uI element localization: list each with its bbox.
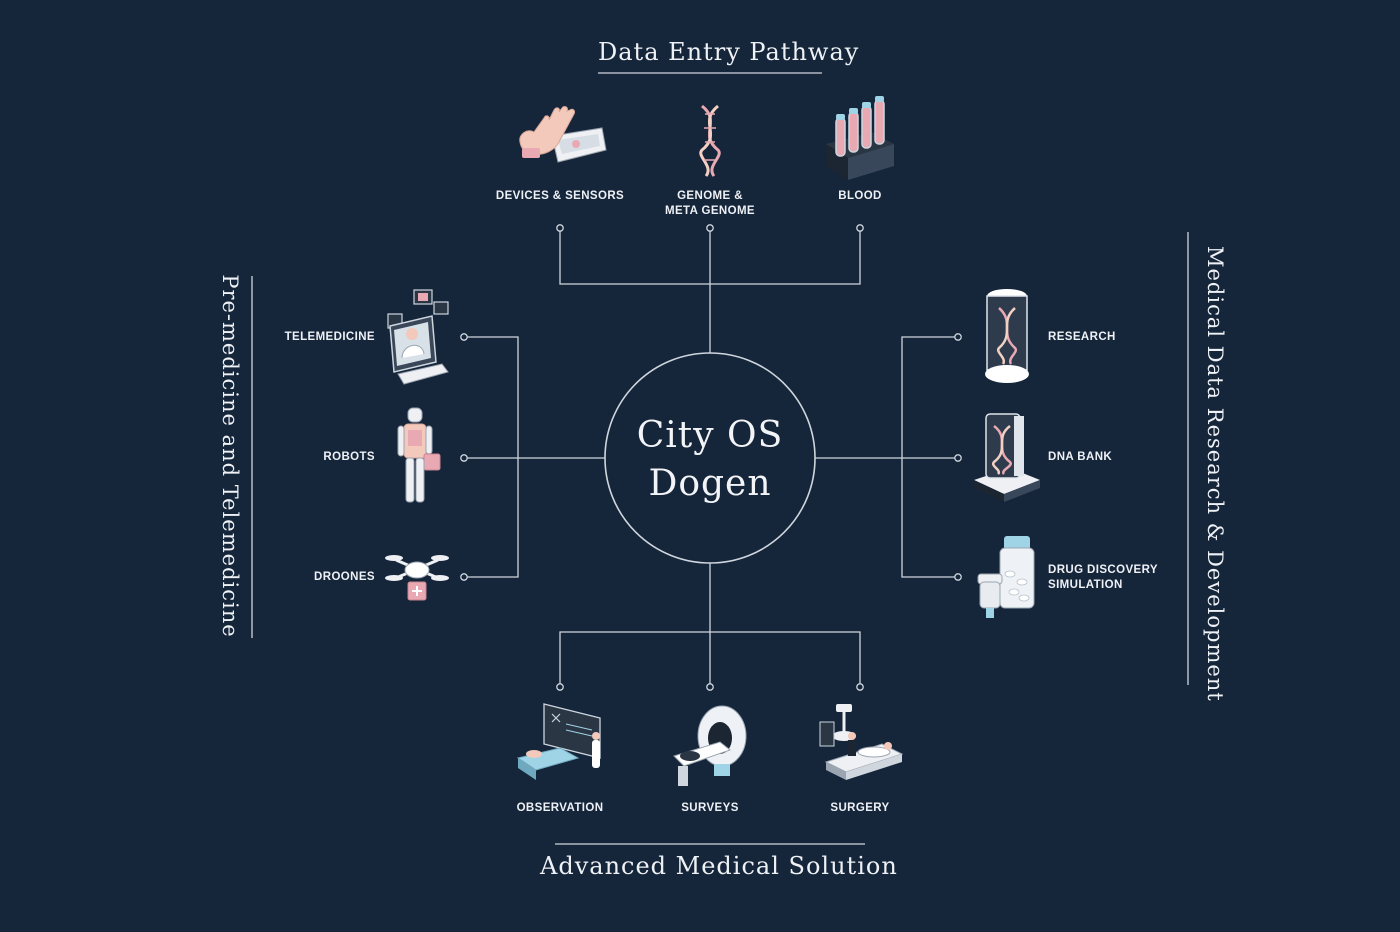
label-genome-line2: META GENOME xyxy=(664,205,755,217)
node-dot xyxy=(856,224,864,232)
label-surveys: SURVEYS xyxy=(681,802,739,814)
research-capsule-icon xyxy=(985,289,1029,383)
center-title-line1: City OS xyxy=(636,415,784,456)
center-title-line2: Dogen xyxy=(648,463,772,504)
surgery-icon xyxy=(819,704,904,780)
dna-helix-icon xyxy=(699,104,721,177)
section-title-right: Medical Data Research & Development xyxy=(1203,246,1227,702)
label-drug-line2: SIMULATION xyxy=(1048,579,1123,591)
node-dot xyxy=(460,333,468,341)
section-title-top: Data Entry Pathway xyxy=(598,38,860,66)
left-connector xyxy=(464,336,605,578)
top-connector xyxy=(559,228,861,353)
label-genome-line1: GENOME & xyxy=(677,190,743,202)
label-research: RESEARCH xyxy=(1048,331,1116,343)
node-dot xyxy=(706,683,714,691)
node-dot xyxy=(460,573,468,581)
center-title: City OS Dogen xyxy=(605,412,815,508)
label-observation: OBSERVATION xyxy=(516,802,604,814)
node-dot xyxy=(954,573,962,581)
node-dot xyxy=(954,454,962,462)
right-connector xyxy=(815,336,958,578)
node-dot xyxy=(556,224,564,232)
node-dot xyxy=(460,454,468,462)
label-telemedicine: TELEMEDICINE xyxy=(284,331,375,343)
label-surgery: SURGERY xyxy=(830,802,890,814)
section-title-bottom: Advanced Medical Solution xyxy=(540,852,898,880)
label-droones: DROONES xyxy=(314,571,375,583)
label-genome: GENOME & META GENOME xyxy=(640,189,780,219)
node-dot xyxy=(856,683,864,691)
pill-bottles-icon xyxy=(977,536,1035,618)
section-title-left: Pre-medicine and Telemedicine xyxy=(218,274,242,638)
telemedicine-icon xyxy=(387,289,449,385)
hand-device-icon xyxy=(519,106,607,163)
drone-icon xyxy=(385,555,449,601)
label-dna-bank: DNA BANK xyxy=(1048,451,1113,463)
label-drug-line1: DRUG DISCOVERY xyxy=(1048,564,1158,576)
node-dot xyxy=(954,333,962,341)
label-drug-discovery: DRUG DISCOVERY SIMULATION xyxy=(1048,563,1158,593)
observation-icon xyxy=(516,703,601,780)
label-robots: ROBOTS xyxy=(323,451,375,463)
blood-tubes-icon xyxy=(826,96,894,180)
dna-bank-icon xyxy=(974,413,1040,502)
node-dot xyxy=(556,683,564,691)
bottom-connector xyxy=(559,563,861,687)
label-devices-sensors: DEVICES & SENSORS xyxy=(495,190,625,202)
robot-icon xyxy=(397,407,441,503)
mri-scanner-icon xyxy=(673,705,747,786)
node-dot xyxy=(706,224,714,232)
label-blood: BLOOD xyxy=(838,190,882,202)
